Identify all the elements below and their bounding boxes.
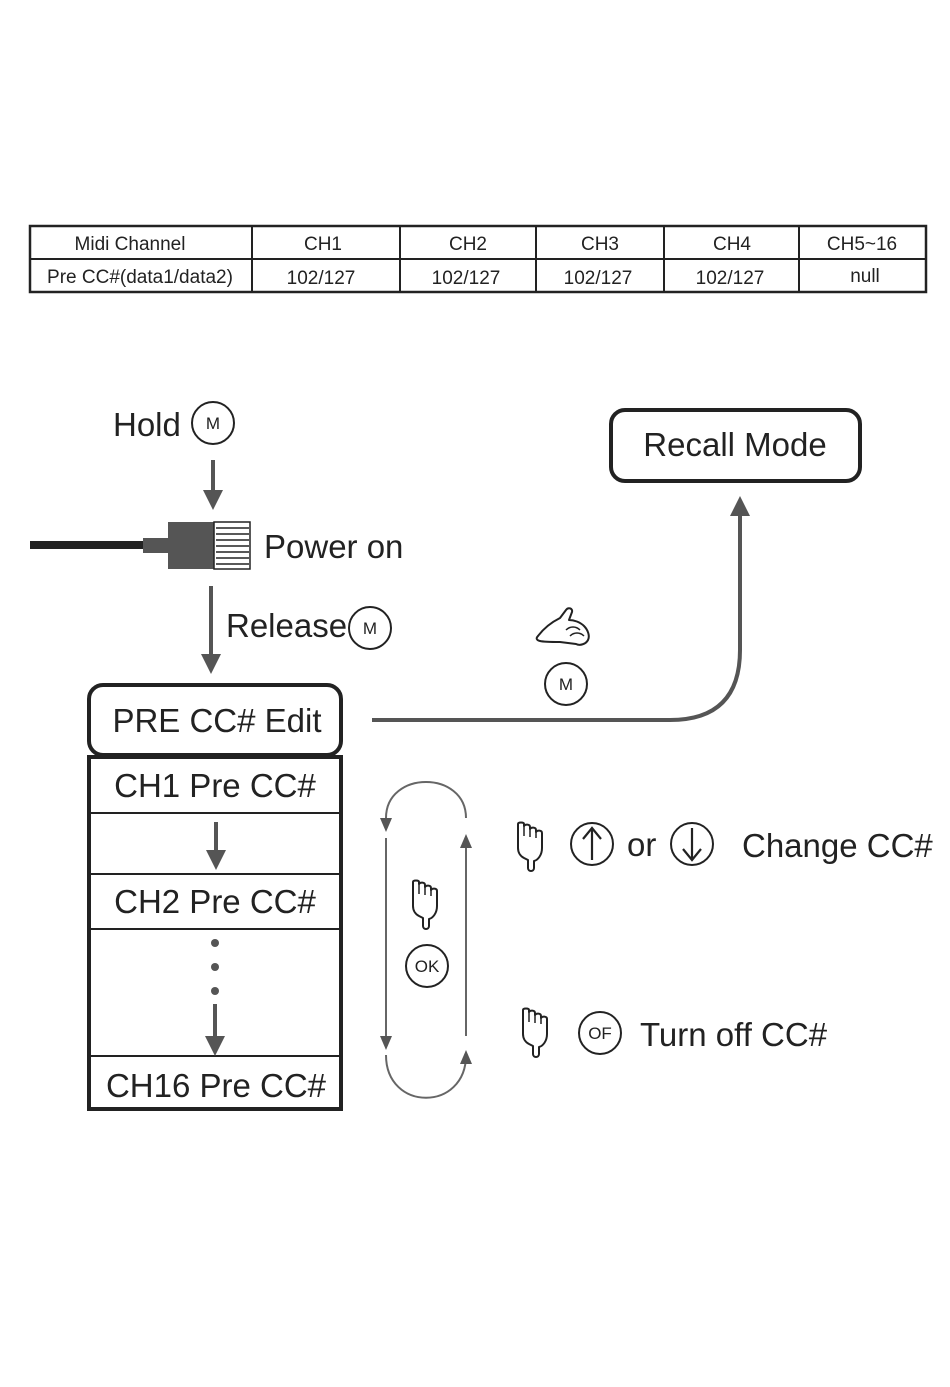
m-button-icon: M: [545, 663, 587, 705]
channel-list: [89, 757, 341, 1109]
pointing-hand-icon: [518, 823, 542, 872]
table-cell: null: [850, 266, 880, 287]
pressing-hand-icon: [537, 608, 589, 645]
cycle-loop: [386, 782, 466, 1098]
m-button-icon: M: [192, 402, 234, 444]
m-button-icon: M: [349, 607, 391, 649]
table-header-cell: Midi Channel: [75, 234, 186, 255]
change-cc-label: Change CC#: [742, 827, 933, 864]
table-header-cell: CH2: [449, 234, 487, 255]
recall-mode-label: Recall Mode: [643, 426, 826, 463]
power-on-label: Power on: [264, 528, 403, 565]
cycle-arrowheads: [380, 818, 472, 1064]
midi-channel-table: Midi Channel CH1 CH2 CH3 CH4 CH5~16 Pre …: [30, 226, 926, 292]
of-button-icon: OF: [579, 1012, 621, 1054]
table-row-label: Pre CC#(data1/data2): [47, 267, 233, 288]
table-cell: 102/127: [564, 268, 633, 289]
ok-button-icon: OK: [406, 945, 448, 987]
recall-connector-arrow: [372, 506, 740, 720]
ch2-pre-cc-label: CH2 Pre CC#: [114, 883, 316, 920]
svg-text:OK: OK: [415, 957, 440, 976]
hold-label: Hold: [113, 406, 181, 443]
table-cell: 102/127: [432, 268, 501, 289]
svg-text:M: M: [559, 675, 573, 694]
release-label: Release: [226, 607, 347, 644]
ellipsis-dots: [211, 939, 219, 995]
ch16-pre-cc-label: CH16 Pre CC#: [106, 1067, 327, 1104]
table-header-cell: CH5~16: [827, 234, 897, 255]
table-cell: 102/127: [287, 268, 356, 289]
down-arrow-circle-icon: [671, 823, 713, 865]
or-label: or: [627, 826, 656, 863]
svg-text:OF: OF: [588, 1024, 612, 1043]
svg-text:M: M: [206, 414, 220, 433]
table-header-cell: CH1: [304, 234, 342, 255]
table-header-cell: CH4: [713, 234, 751, 255]
table-header-cell: CH3: [581, 234, 619, 255]
table-cell: 102/127: [696, 268, 765, 289]
pre-cc-edit-label: PRE CC# Edit: [112, 702, 321, 739]
pointing-hand-icon: [523, 1009, 547, 1058]
turn-off-cc-label: Turn off CC#: [640, 1016, 828, 1053]
pointing-hand-icon: [413, 881, 437, 930]
svg-text:M: M: [363, 619, 377, 638]
ch1-pre-cc-label: CH1 Pre CC#: [114, 767, 316, 804]
cable-plug-icon: [30, 522, 250, 569]
up-arrow-circle-icon: [571, 823, 613, 865]
